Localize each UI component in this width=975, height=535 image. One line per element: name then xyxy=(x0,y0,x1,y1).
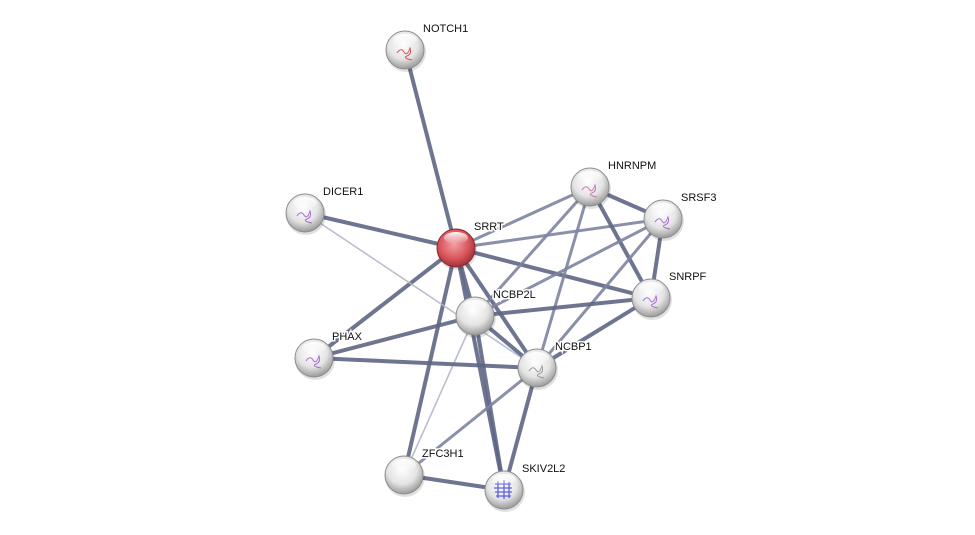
node-label: HNRNPM xyxy=(608,160,656,172)
node-phax[interactable]: PHAX xyxy=(294,330,364,380)
node-skiv2l2[interactable]: SKIV2L2 xyxy=(484,462,567,512)
edge-srrt-notch1[interactable] xyxy=(403,49,458,249)
edge-srsf3-ncbp1[interactable] xyxy=(535,218,665,369)
edge-ncbp2l-phax[interactable] xyxy=(313,314,476,360)
edge-srrt-srsf3[interactable] xyxy=(455,217,664,250)
node-highlight xyxy=(444,232,468,244)
protein-structure-icon xyxy=(642,294,659,309)
node-dicer1[interactable]: DICER1 xyxy=(285,185,365,235)
edge-dicer1-ncbp1[interactable] xyxy=(304,212,538,369)
edge-ncbp2l-skiv2l2[interactable] xyxy=(473,315,506,491)
node-label: SKIV2L2 xyxy=(522,463,565,475)
node-highlight xyxy=(463,300,487,312)
edge-hnrnpm-ncbp1[interactable] xyxy=(535,186,592,369)
node-label: NOTCH1 xyxy=(423,23,468,35)
edge-srrt-dicer1[interactable] xyxy=(304,211,457,250)
node-zfc3h1[interactable]: ZFC3H1 xyxy=(384,447,465,497)
protein-structure-icon xyxy=(581,183,598,198)
edge-ncbp2l-zfc3h1[interactable] xyxy=(403,315,476,476)
node-highlight xyxy=(492,474,516,486)
node-label: SRSF3 xyxy=(681,192,716,204)
node-label: NCBP2L xyxy=(493,289,536,301)
protein-structure-icon xyxy=(654,215,671,230)
node-highlight xyxy=(639,282,663,294)
node-label: SNRPF xyxy=(669,271,707,283)
node-ncbp1[interactable]: NCBP1 xyxy=(517,340,593,390)
edge-phax-ncbp1[interactable] xyxy=(313,356,538,370)
node-label: DICER1 xyxy=(323,186,363,198)
node-highlight xyxy=(525,352,549,364)
node-srrt[interactable]: SRRT xyxy=(436,220,506,270)
node-srsf3[interactable]: SRSF3 xyxy=(643,191,718,241)
node-highlight xyxy=(393,34,417,46)
protein-structure-icon xyxy=(528,364,545,379)
node-highlight xyxy=(302,342,326,354)
edge-snrpf-ncbp1[interactable] xyxy=(535,296,653,370)
protein-structure-icon xyxy=(296,209,313,224)
edge-srsf3-ncbp2l[interactable] xyxy=(474,217,664,318)
protein-structure-icon xyxy=(305,354,322,369)
edge-ncbp1-skiv2l2[interactable] xyxy=(502,367,539,491)
node-highlight xyxy=(578,171,602,183)
edge-srrt-ncbp1[interactable] xyxy=(454,246,539,370)
node-highlight xyxy=(392,459,416,471)
edge-hnrnpm-ncbp2l[interactable] xyxy=(473,186,592,317)
node-highlight xyxy=(293,197,317,209)
edge-srrt-phax[interactable] xyxy=(312,246,458,360)
node-snrpf[interactable]: SNRPF xyxy=(631,270,708,320)
node-ncbp2l[interactable]: NCBP2L xyxy=(455,288,537,338)
node-highlight xyxy=(651,203,675,215)
node-label: ZFC3H1 xyxy=(422,448,464,460)
node-label: SRRT xyxy=(474,221,504,233)
node-hnrnpm[interactable]: HNRNPM xyxy=(570,159,658,209)
node-label: PHAX xyxy=(332,331,363,343)
edge-srrt-snrpf[interactable] xyxy=(455,246,652,300)
protein-structure-icon xyxy=(396,46,413,61)
edge-ncbp1-zfc3h1[interactable] xyxy=(403,366,538,477)
edge-srrt-hnrnpm[interactable] xyxy=(455,185,591,250)
edge-snrpf-ncbp2l[interactable] xyxy=(474,296,652,318)
node-notch1[interactable]: NOTCH1 xyxy=(385,22,470,72)
node-label: NCBP1 xyxy=(555,341,592,353)
